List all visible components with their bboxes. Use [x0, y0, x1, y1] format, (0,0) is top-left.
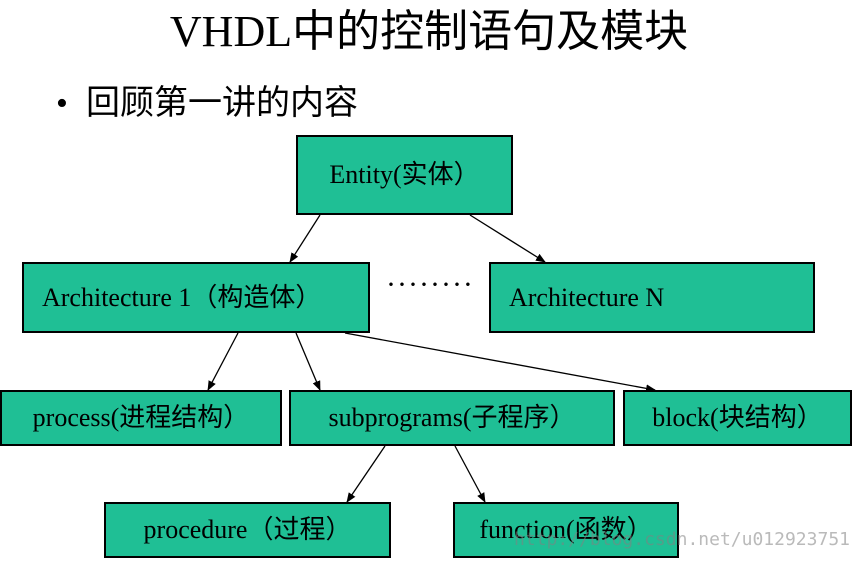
procedure-node: procedure（过程） [104, 502, 391, 558]
function-label: function(函数） [479, 515, 653, 544]
architecture-1-label: Architecture 1（构造体） [42, 282, 322, 312]
block-label: block(块结构） [652, 403, 823, 432]
process-node: process(进程结构） [0, 390, 282, 446]
ellipsis: ········ [386, 268, 474, 301]
bullet-text: 回顾第一讲的内容 [86, 85, 358, 122]
subprograms-node: subprograms(子程序） [289, 390, 615, 446]
arrow-subprograms-to-function [454, 445, 486, 503]
page-title: VHDL中的控制语句及模块 [169, 7, 689, 56]
bullet-marker: • [56, 85, 68, 122]
entity-node: Entity(实体） [296, 135, 513, 215]
subprograms-label: subprograms(子程序） [328, 403, 576, 432]
watermark: http://blog.csdn.net/u012923751 [514, 529, 850, 550]
bullet-item: • 回顾第一讲的内容 [56, 82, 358, 126]
arrow-subprograms-to-procedure [346, 445, 386, 503]
entity-label: Entity(实体） [329, 160, 480, 189]
architecture-1-node: Architecture 1（构造体） [22, 262, 370, 333]
architecture-n-label: Architecture N [509, 282, 665, 312]
arrow-arch1-to-subprograms [295, 332, 321, 391]
function-node: function(函数） [453, 502, 679, 558]
arrow-entity-to-archn [469, 214, 546, 263]
arrow-arch1-to-block [344, 332, 656, 393]
arrow-arch1-to-process [207, 332, 239, 391]
architecture-n-node: Architecture N [489, 262, 815, 333]
procedure-label: procedure（过程） [143, 515, 352, 544]
arrow-entity-to-arch1 [289, 214, 321, 263]
process-label: process(进程结构） [32, 403, 250, 432]
block-node: block(块结构） [623, 390, 852, 446]
